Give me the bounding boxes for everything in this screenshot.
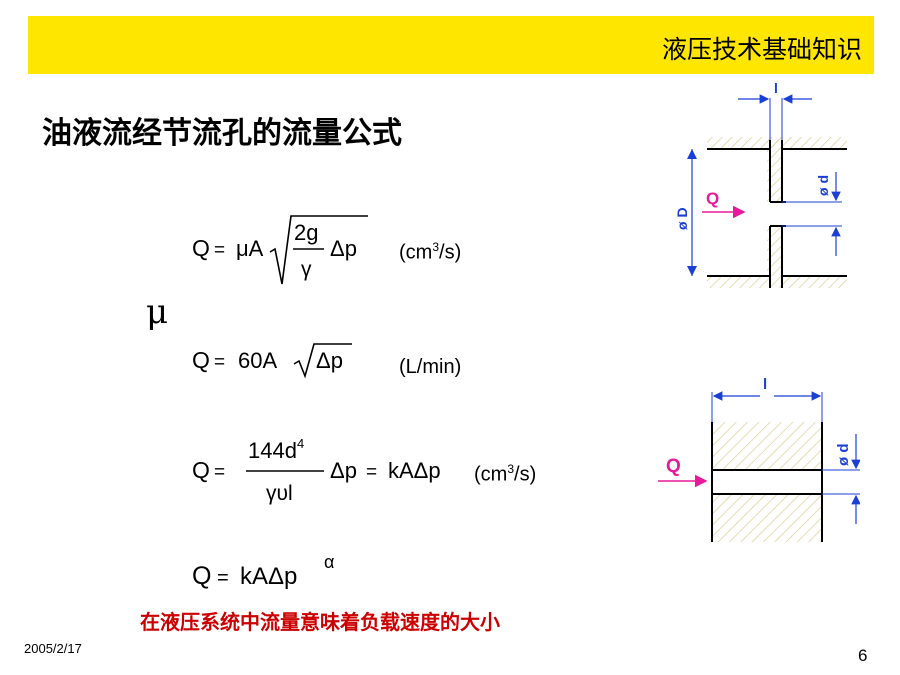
page-number: 6 bbox=[858, 646, 868, 665]
formula-lhs: Q bbox=[192, 347, 210, 373]
dim-d-label: ø d bbox=[815, 175, 831, 196]
dim-D-arrow-top bbox=[687, 149, 697, 159]
diagram-thin-wall-orifice: l ø D ø d Q bbox=[674, 80, 847, 288]
fraction-numerator: 2g bbox=[294, 220, 318, 245]
formula-coefficient: 60A bbox=[238, 348, 277, 373]
fraction-denominator: γ bbox=[301, 258, 312, 281]
unit-cm3-s-2: (cm3/s) bbox=[474, 462, 537, 486]
mu-symbol: μ bbox=[146, 292, 169, 332]
fraction-numerator: 144d4 bbox=[248, 436, 304, 463]
formula-rhs: kAΔp bbox=[240, 563, 297, 590]
formula-orifice-thin-wall: Q = μA 2g γ Δp bbox=[192, 215, 368, 285]
hatch-bottom bbox=[707, 276, 847, 288]
unit-l-min: (L/min) bbox=[399, 356, 462, 378]
formula-exponent-alpha: α bbox=[324, 552, 334, 572]
dim-l-label: l bbox=[763, 376, 767, 393]
formula-slender-hole: Q = 144d4 γυl Δp = kAΔp bbox=[192, 436, 441, 505]
slide-title: 油液流经节流孔的流量公式 bbox=[42, 116, 402, 151]
formula-equals: = bbox=[217, 567, 229, 589]
formula-equals: = bbox=[214, 352, 225, 373]
sqrt-radical bbox=[293, 343, 352, 379]
diagram-slender-hole: l ø d Q bbox=[658, 376, 860, 542]
formula-equals: = bbox=[214, 462, 225, 483]
dim-D-label: ø D bbox=[674, 207, 690, 230]
dim-l-label: l bbox=[774, 80, 778, 96]
formula-flow-l-min: Q = 60A Δp bbox=[192, 343, 352, 379]
formula-delta-p: Δp bbox=[330, 236, 357, 261]
caption-flow-meaning: 在液压系统中流量意味着负载速度的大小 bbox=[140, 610, 500, 634]
dim-D-arrow-bottom bbox=[687, 266, 697, 276]
sqrt-radical bbox=[269, 215, 368, 285]
formula-coefficient: μA bbox=[236, 236, 264, 261]
hatch-lower-block bbox=[712, 494, 822, 542]
formula-lhs: Q bbox=[192, 457, 210, 483]
formula-delta-p: Δp bbox=[330, 458, 357, 483]
flow-Q-label: Q bbox=[706, 189, 719, 208]
dim-d-label: ø d bbox=[835, 444, 852, 467]
hatch-upper-block bbox=[712, 422, 822, 470]
formula-rhs: kAΔp bbox=[388, 458, 441, 483]
unit-cm3-s-1: (cm3/s) bbox=[399, 240, 462, 264]
formula-lhs: Q bbox=[192, 562, 211, 590]
flow-Q-label: Q bbox=[666, 456, 681, 477]
formula-radicand: Δp bbox=[316, 348, 343, 373]
footer-date: 2005/2/17 bbox=[24, 641, 82, 656]
formula-lhs: Q bbox=[192, 235, 210, 261]
fraction-denominator: γυl bbox=[266, 482, 293, 505]
header-bar: 液压技术基础知识 bbox=[28, 16, 874, 74]
header-title: 液压技术基础知识 bbox=[661, 35, 862, 64]
formula-equals: = bbox=[214, 240, 225, 261]
formula-general: Q = kAΔp α bbox=[192, 552, 334, 590]
formula-equals-2: = bbox=[366, 462, 377, 483]
